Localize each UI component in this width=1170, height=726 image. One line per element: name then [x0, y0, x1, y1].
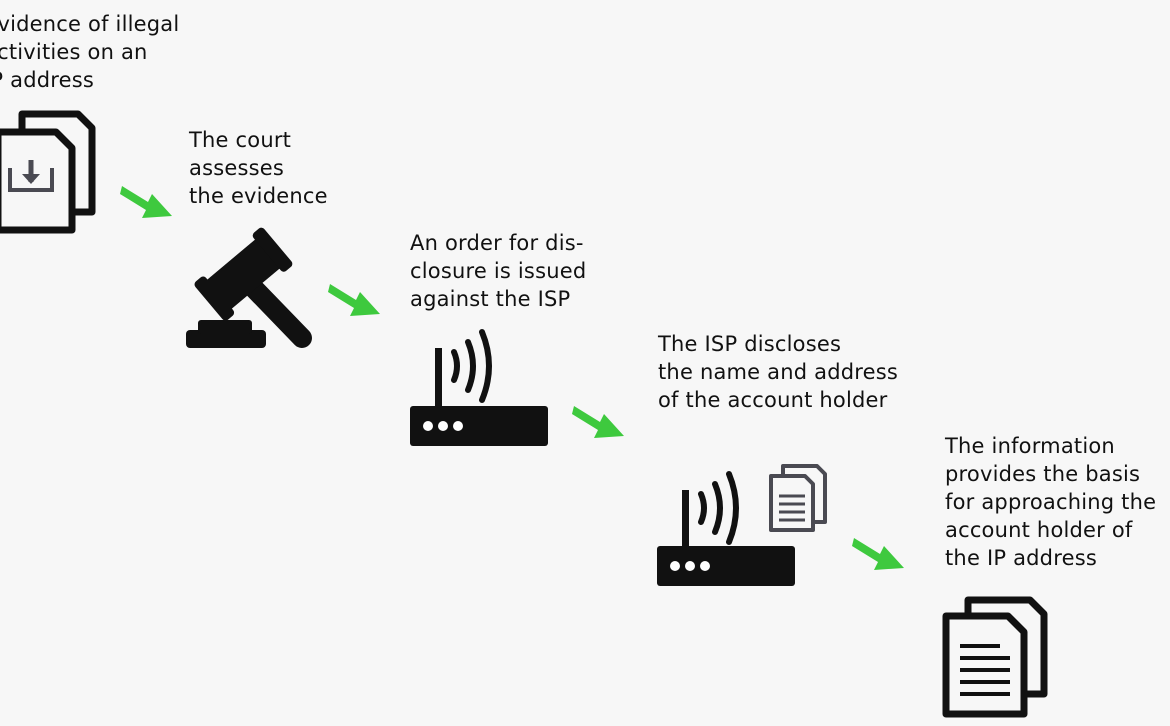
- step-1-text: Evidence of illegal activities on an IP …: [0, 12, 180, 92]
- arrow-2: [328, 284, 380, 316]
- step-2-text: The court assesses the evidence: [189, 128, 328, 208]
- documents-download-icon: [0, 110, 96, 234]
- arrow-3: [572, 406, 624, 438]
- router-with-document-icon: [657, 464, 827, 586]
- step-3-text: An order for dis- closure is issued agai…: [410, 231, 587, 311]
- step-5-text: The information provides the basis for a…: [945, 434, 1157, 570]
- gavel-icon: [186, 227, 312, 348]
- documents-icon: [942, 596, 1048, 718]
- step-4-text: The ISP discloses the name and address o…: [658, 332, 899, 412]
- router-icon: [410, 329, 548, 446]
- arrow-4: [852, 538, 904, 570]
- arrow-1: [120, 186, 172, 218]
